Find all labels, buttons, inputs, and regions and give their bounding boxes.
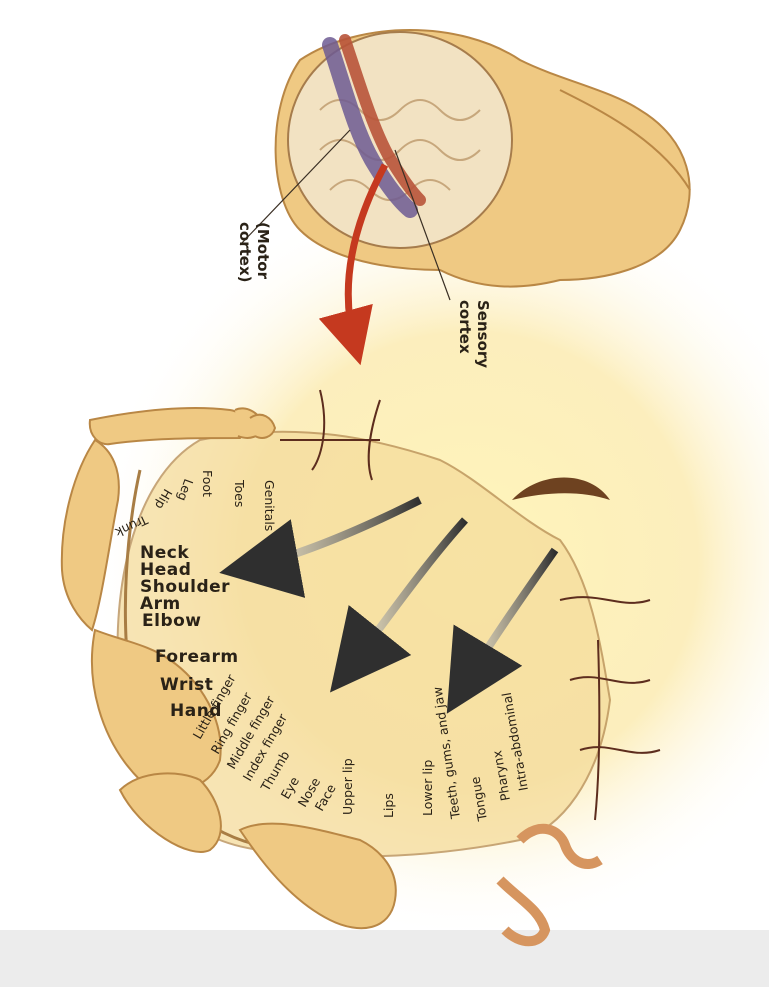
motor-cortex-label: (Motor cortex) — [236, 222, 272, 283]
brain-icon — [288, 32, 512, 248]
bottom-strip — [0, 930, 769, 987]
label-genitals: Genitals — [262, 480, 277, 531]
label-wrist: Wrist — [160, 675, 213, 695]
label-forearm: Forearm — [155, 647, 239, 667]
label-foot: Foot — [200, 470, 215, 497]
label-elbow: Elbow — [142, 611, 202, 631]
label-lips: Lips — [381, 793, 396, 818]
label-lower-lip: Lower lip — [420, 760, 435, 816]
label-toes: Toes — [232, 479, 247, 507]
label-upper-lip: Upper lip — [340, 758, 355, 815]
